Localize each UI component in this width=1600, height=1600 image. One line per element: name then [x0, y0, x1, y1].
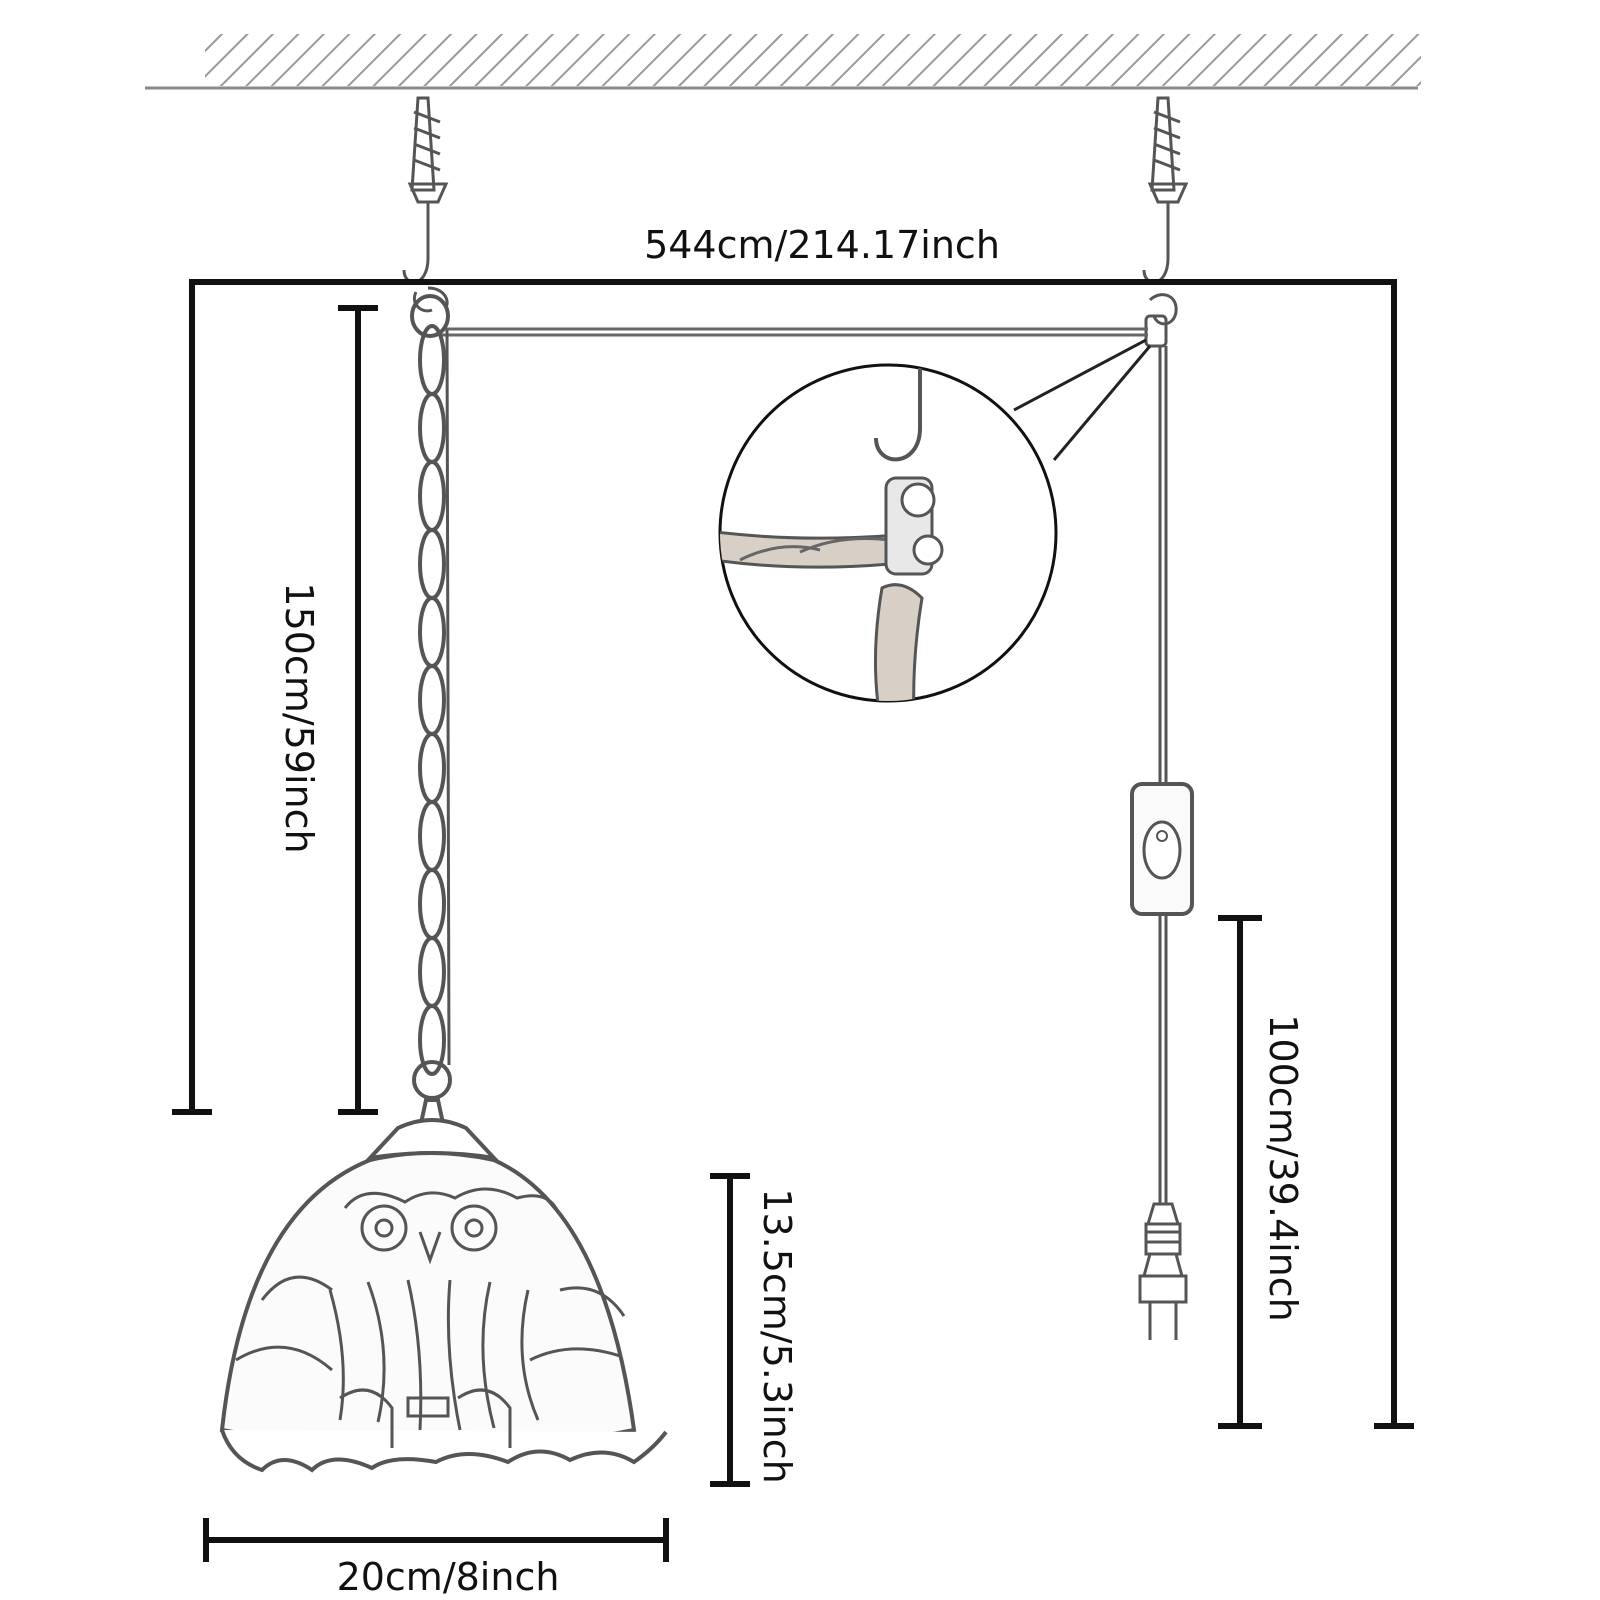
shade-width-label: 20cm/8inch [337, 1555, 560, 1599]
hook-detail-zoom [718, 338, 1152, 703]
power-plug-icon [1138, 1202, 1188, 1340]
lamp-chain [410, 294, 452, 1100]
cord-horizontal [442, 327, 1148, 337]
dimension-lines [172, 279, 1414, 1562]
total-width-label: 544cm/214.17inch [644, 223, 1000, 267]
plug-cord [1158, 346, 1168, 1204]
chain-length-label: 150cm/59inch [277, 582, 321, 853]
left-ceiling-anchor-icon [402, 96, 449, 313]
inline-switch-icon [1130, 782, 1194, 916]
plug-cord-length-label: 100cm/39.4inch [1261, 1014, 1305, 1321]
ceiling [145, 34, 1421, 90]
owl-lamp-shade [219, 1098, 668, 1473]
shade-height-label: 13.5cm/5.3inch [755, 1188, 799, 1483]
right-ceiling-anchor-icon [1142, 96, 1189, 348]
